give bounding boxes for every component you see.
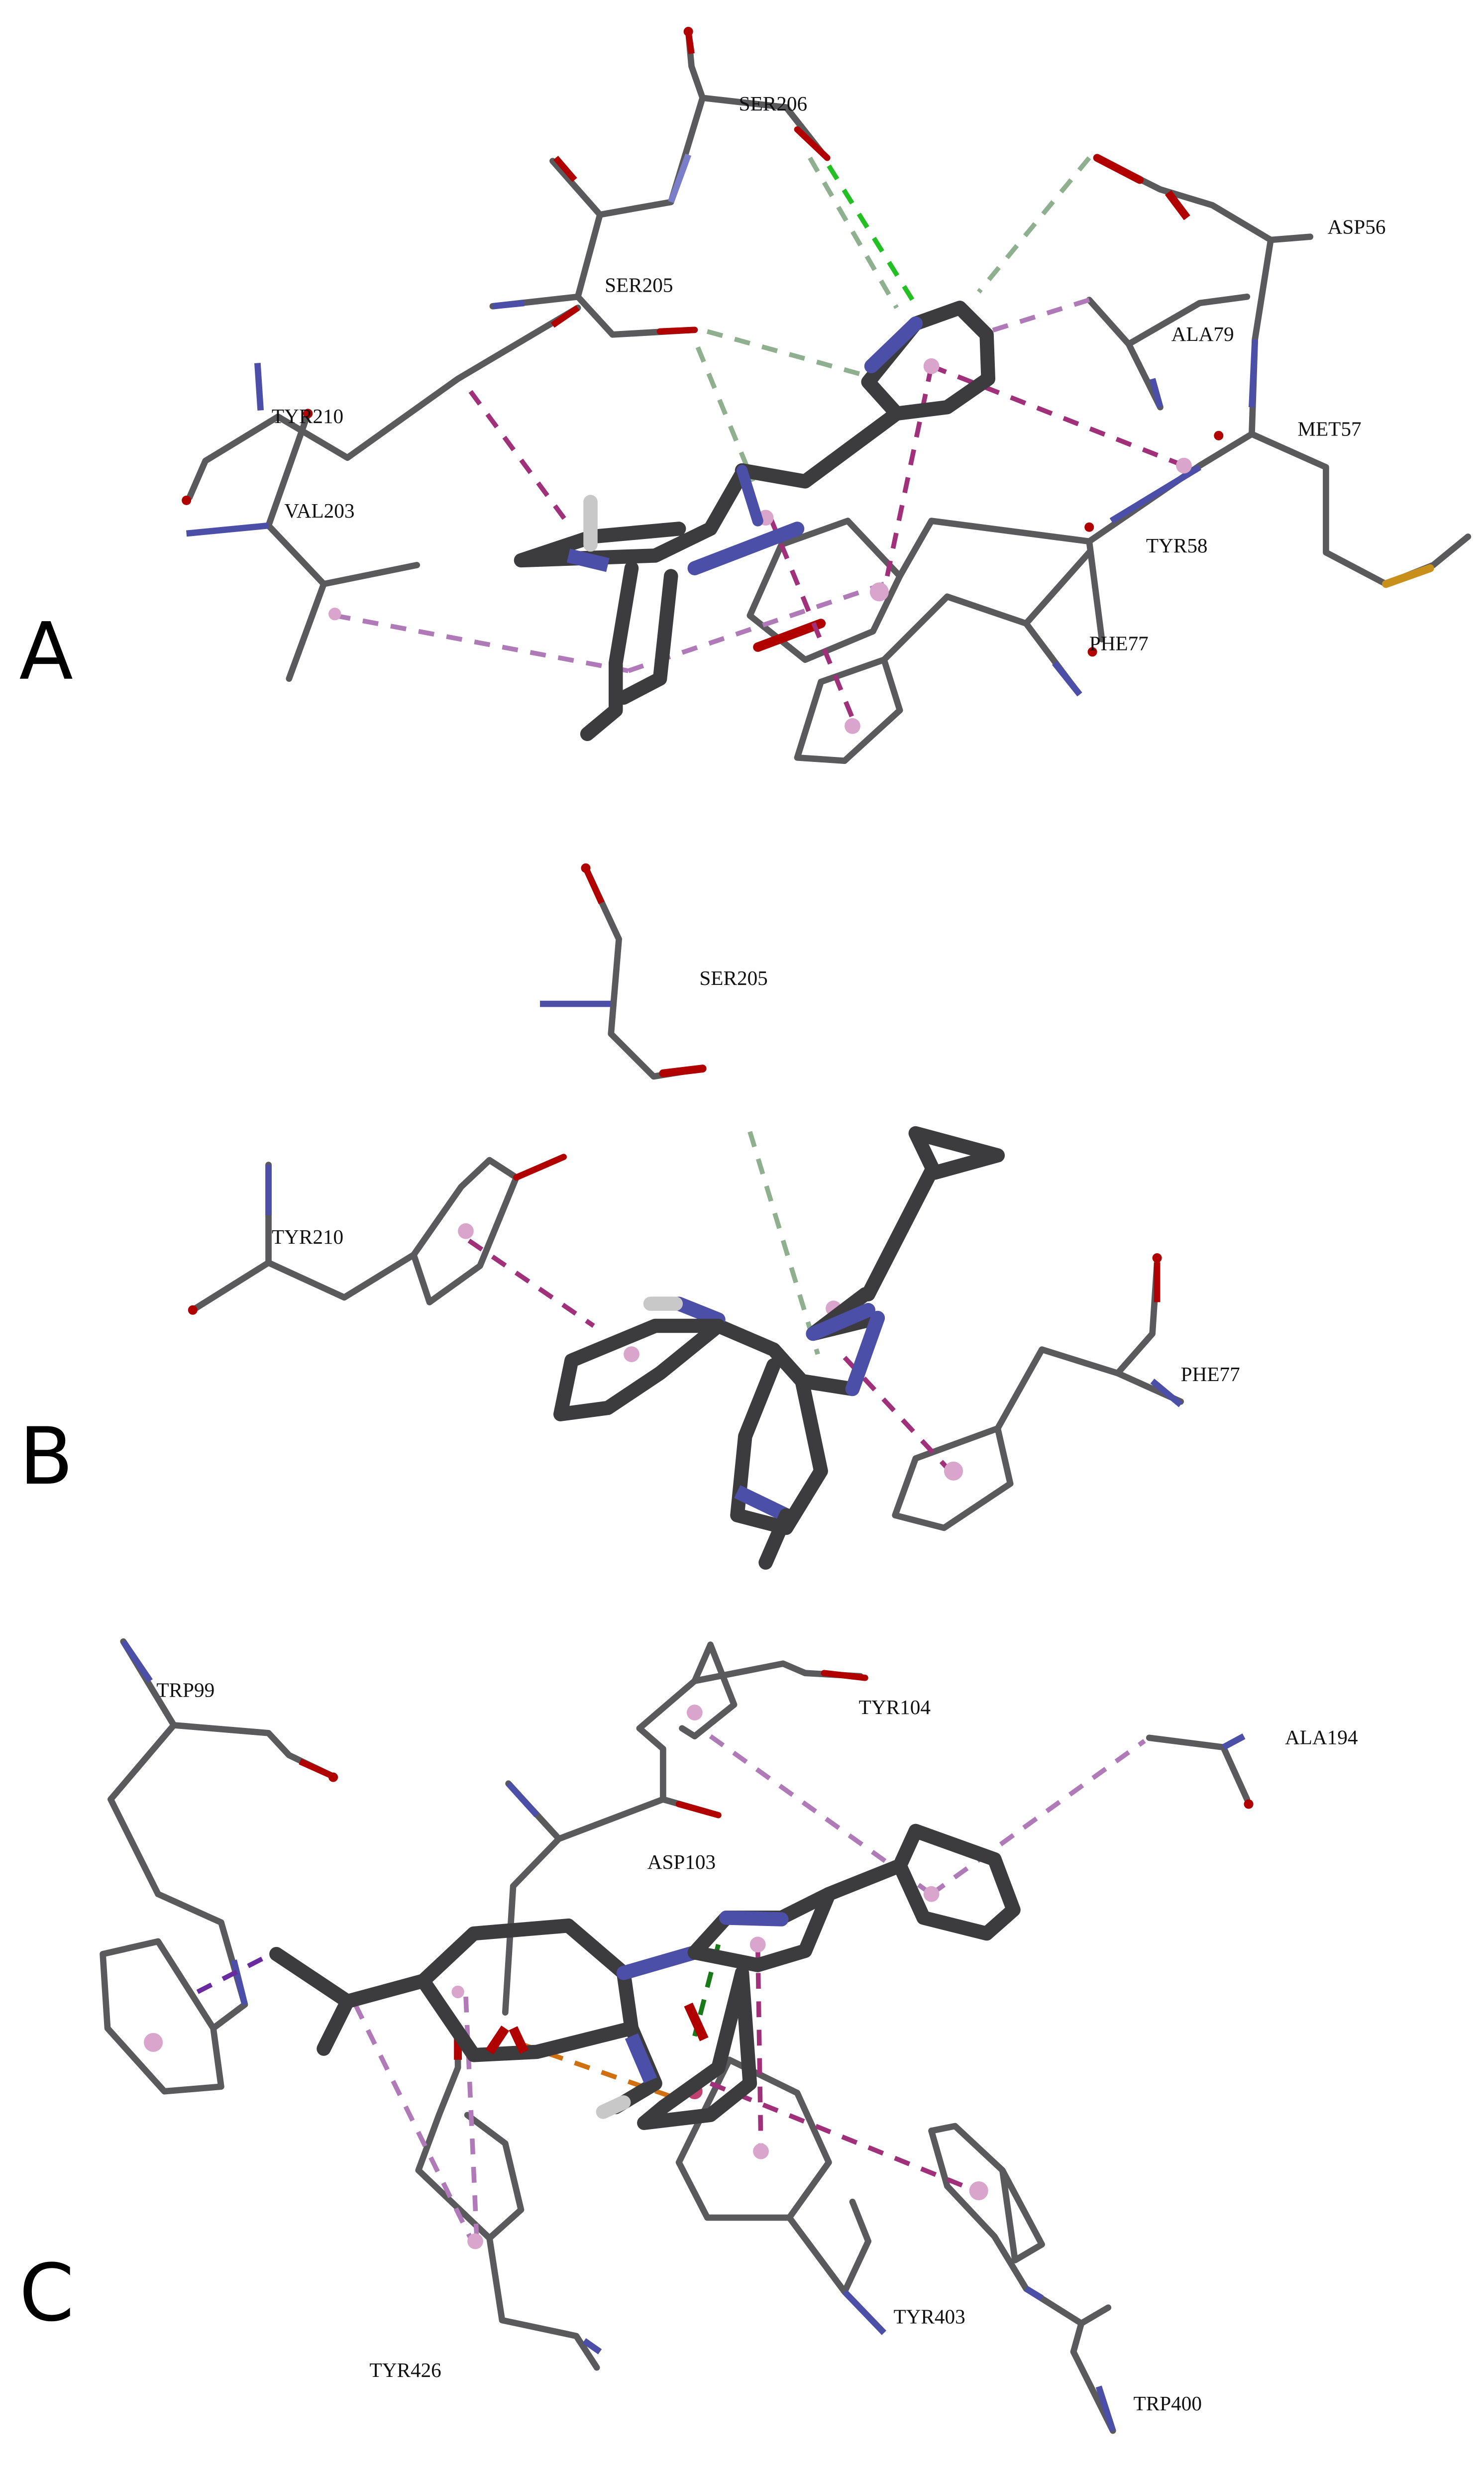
residue-label: PHE77 [1181,1363,1240,1386]
panel-c-labels: TRP99 TYR104 ALA194 ASP103 TYR403 TYR426… [156,1678,1358,2415]
panel-c-ligand [269,1823,1021,2130]
residue-label: TRP99 [156,1678,214,1701]
residue-label: TYR210 [272,405,343,428]
panel-a-interactions [328,156,1192,734]
panel-b-labels: SER205 TYR210 PHE77 [272,966,1240,1386]
residue-label: SER205 [605,274,673,297]
panel-c: TRP99 TYR104 ALA194 ASP103 TYR403 TYR426… [19,1638,1358,2434]
residue-label: TYR403 [893,2305,965,2328]
panel-b: SER205 TYR210 PHE77 B [19,863,1240,1570]
panel-a-residue-sticks [182,26,1472,764]
panel-letter-b: B [19,1411,73,1502]
panel-a: SER206 SER205 ASP56 ALA79 TYR210 MET57 V… [19,26,1472,764]
residue-label: VAL203 [284,499,354,522]
residue-label: PHE77 [1089,632,1149,655]
residue-label: ALA79 [1171,322,1234,345]
panel-c-interactions [144,1705,1146,2250]
panel-a-ligand [514,301,996,742]
panel-b-residue-sticks [188,863,1184,1531]
panel-c-residue-sticks [100,1638,1254,2434]
residue-label: TRP400 [1134,2392,1202,2415]
residue-label: TYR58 [1146,534,1208,557]
residue-label: TYR210 [272,1225,343,1248]
residue-label: TYR426 [370,2359,441,2381]
residue-label: TYR104 [859,1696,931,1718]
panel-letter-a: A [19,606,73,698]
panel-a-labels: SER206 SER205 ASP56 ALA79 TYR210 MET57 V… [272,92,1386,655]
residue-label: ASP103 [647,1850,716,1873]
residue-label: SER205 [699,966,767,989]
panel-b-interactions [458,1131,963,1481]
residue-label: ALA194 [1285,1725,1358,1748]
residue-label: MET57 [1297,417,1361,440]
panel-b-ligand [553,1126,1005,1570]
residue-label: SER206 [739,92,807,115]
panel-letter-c: C [19,2248,74,2339]
residue-label: ASP56 [1328,215,1386,238]
